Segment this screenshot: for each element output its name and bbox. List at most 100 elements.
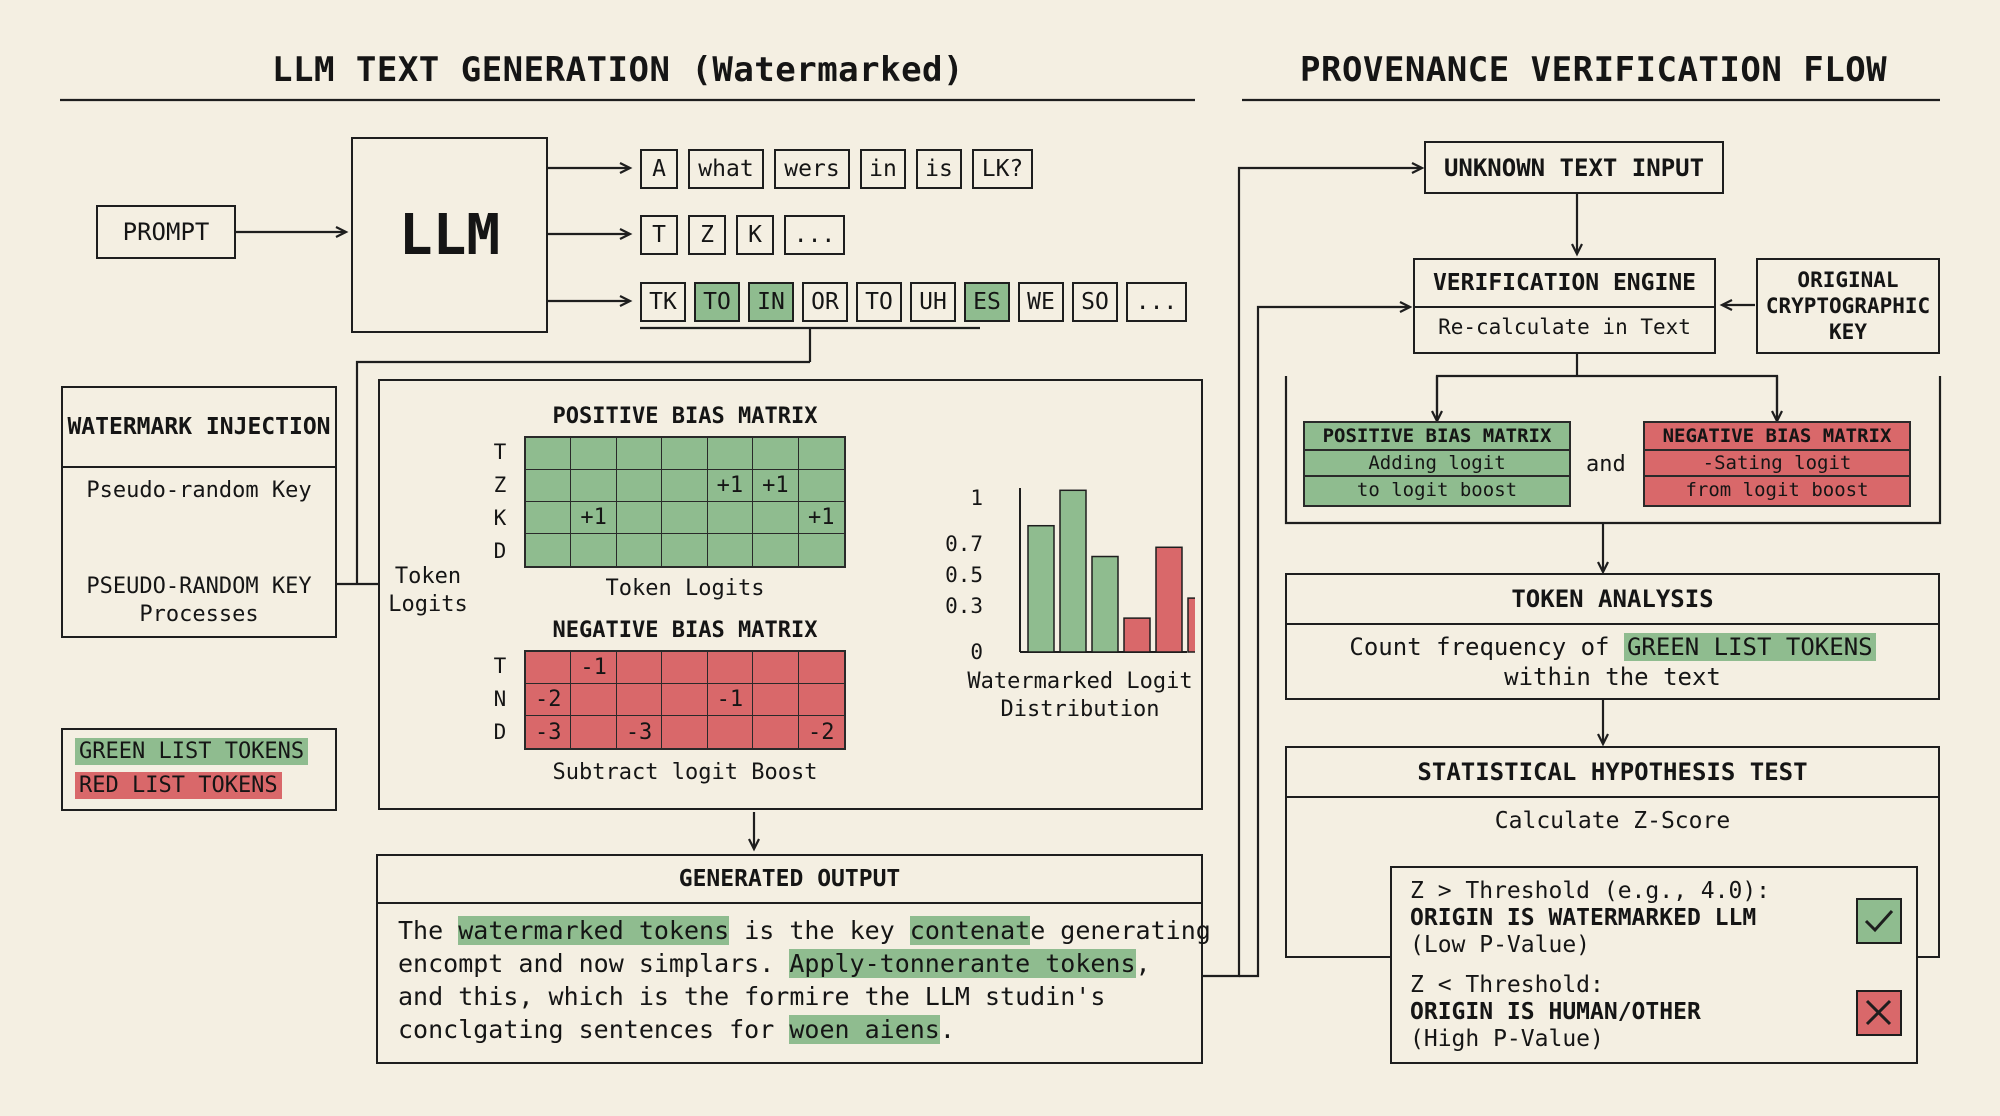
matrix-cell: -1 <box>571 652 617 684</box>
matrix-cell <box>571 684 617 716</box>
analysis-prefix: Count frequency of <box>1349 633 1624 661</box>
matrix-cell <box>526 438 572 470</box>
token-chip: UH <box>910 282 956 322</box>
token-chip: what <box>688 149 764 189</box>
cryptographic-key-box: ORIGINAL CRYPTOGRAPHIC KEY <box>1756 258 1940 354</box>
matrix-row-label: T <box>493 653 507 678</box>
chart-y-tick-label: 1 <box>970 486 983 510</box>
matrix-cell <box>526 652 572 684</box>
matrix-cell <box>799 534 844 566</box>
matrix-cell <box>707 438 754 470</box>
matrix-cell <box>616 652 663 684</box>
token-chip: is <box>916 149 962 189</box>
and-label: and <box>1586 452 1626 477</box>
matrix-cell: +1 <box>753 470 799 502</box>
matrix-cell: +1 <box>707 470 754 502</box>
check-icon <box>1856 898 1902 944</box>
matrix-cell <box>662 534 708 566</box>
chart-y-tick-label: 0.7 <box>945 532 983 556</box>
chart-y-tick-label: 0.3 <box>945 594 983 618</box>
negative-matrix-title: NEGATIVE BIAS MATRIX <box>552 618 818 643</box>
matrix-row-label: D <box>493 720 507 745</box>
llm-box: LLM <box>351 137 548 333</box>
watermark-injection-box: WATERMARK INJECTION Pseudo-random Key PS… <box>61 386 337 638</box>
token-chip: TK <box>640 282 686 322</box>
result-1-origin: ORIGIN IS WATERMARKED LLM <box>1410 905 1757 931</box>
matrix-cell <box>617 534 663 566</box>
matrix-cell: +1 <box>571 502 617 534</box>
matrix-row-label: Z <box>493 472 507 497</box>
token-chip: SO <box>1072 282 1118 322</box>
logit-distribution-chart: 10.70.50.30 <box>945 486 1195 664</box>
matrix-cell <box>571 438 617 470</box>
token-chip: Z <box>688 215 726 255</box>
matrix-cell <box>662 684 708 716</box>
verify-positive-line-1: Adding logit <box>1305 451 1569 477</box>
negative-matrix-caption: Subtract logit Boost <box>552 760 818 785</box>
output-line: The watermarked tokens is the key conten… <box>398 914 1211 947</box>
matrix-cell <box>708 716 754 748</box>
matrix-cell <box>526 534 572 566</box>
verify-positive-title: POSITIVE BIAS MATRIX <box>1305 423 1569 451</box>
output-text: and this, which is the formire the LLM s… <box>398 982 1106 1011</box>
z-score-label: Calculate Z-Score <box>1494 808 1731 834</box>
matrix-cell <box>616 470 663 502</box>
matrix-cell <box>616 438 663 470</box>
token-analysis-title: TOKEN ANALYSIS <box>1287 575 1938 625</box>
result-2-origin: ORIGIN IS HUMAN/OTHER <box>1410 999 1701 1025</box>
matrix-cell <box>798 470 844 502</box>
verify-negative-matrix: NEGATIVE BIAS MATRIX -Sating logit from … <box>1643 421 1911 507</box>
output-line: conclgating sentences for woen aiens. <box>398 1013 1191 1046</box>
watermark-title: WATERMARK INJECTION <box>63 388 335 468</box>
matrix-row-label: D <box>493 538 507 563</box>
chart-bar <box>1187 597 1195 653</box>
matrix-cell <box>753 502 799 534</box>
statistical-test-title: STATISTICAL HYPOTHESIS TEST <box>1287 748 1938 798</box>
green-token-highlight: watermarked tokens <box>458 916 730 945</box>
output-text: conclgating sentences for <box>398 1015 790 1044</box>
matrix-cell <box>662 652 708 684</box>
process-line-2: Processes <box>139 602 259 627</box>
token-chip: K <box>736 215 774 255</box>
legend: GREEN LIST TOKENS RED LIST TOKENS <box>61 728 337 811</box>
green-token-highlight: Apply-tonnerante tokens <box>789 949 1136 978</box>
negative-bias-matrix: -1-2-1-3-3-2 <box>524 650 846 750</box>
matrix-row-label: N <box>493 687 507 711</box>
token-chip: wers <box>774 149 850 189</box>
positive-matrix-title: POSITIVE BIAS MATRIX <box>552 404 818 429</box>
prompt-box: PROMPT <box>96 205 236 259</box>
matrix-cell <box>571 716 617 748</box>
positive-matrix-caption: Token Logits <box>605 576 765 601</box>
matrix-cell <box>798 438 844 470</box>
green-token-highlight: woen aiens <box>789 1015 940 1044</box>
verification-engine-box: VERIFICATION ENGINE Re-calculate in Text <box>1413 258 1716 354</box>
output-text: , <box>1135 949 1151 978</box>
verification-engine-subtitle: Re-calculate in Text <box>1438 315 1691 339</box>
chart-bar <box>1155 546 1183 653</box>
token-chip: ... <box>1126 282 1187 322</box>
cross-icon <box>1856 990 1902 1036</box>
chart-bar <box>1091 555 1119 653</box>
matrix-cell <box>526 470 572 502</box>
chart-bar <box>1059 489 1087 653</box>
chart-bar <box>1027 524 1055 653</box>
matrix-cell <box>616 502 663 534</box>
matrix-cell: -3 <box>526 716 572 748</box>
token-chip: TO <box>856 282 902 322</box>
matrix-cell <box>753 534 799 566</box>
matrix-cell: -1 <box>707 684 754 716</box>
analysis-green-tokens: GREEN LIST TOKENS <box>1623 633 1876 661</box>
process-line-1: PSEUDO-RANDOM KEY <box>86 574 312 599</box>
matrix-row-label: T <box>493 439 507 464</box>
verify-negative-title: NEGATIVE BIAS MATRIX <box>1645 423 1909 451</box>
generated-output-text: The watermarked tokens is the key conten… <box>398 914 1211 1046</box>
token-chip: A <box>640 149 678 189</box>
verify-negative-line-1: -Sating logit <box>1645 451 1909 477</box>
verification-engine-title: VERIFICATION ENGINE <box>1415 260 1714 308</box>
token-chip: T <box>640 215 678 255</box>
matrix-cell <box>662 716 708 748</box>
legend-green: GREEN LIST TOKENS <box>75 738 309 765</box>
matrix-cell <box>753 438 799 470</box>
